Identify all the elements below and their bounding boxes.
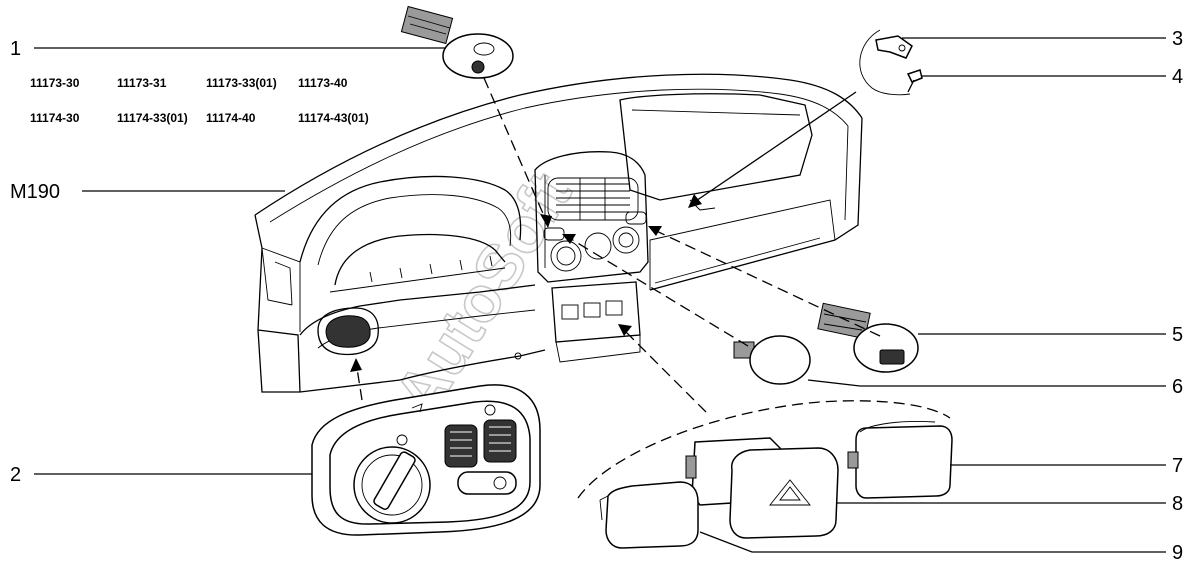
dashboard-panel [254, 73, 863, 393]
callout-2: 2 [10, 464, 21, 486]
callout-6: 6 [1172, 376, 1183, 398]
part-8-hazard-switch [685, 437, 839, 539]
callout-1: 1 [10, 38, 21, 60]
leader-lines [34, 37, 1166, 553]
assembly-label: M190 [10, 181, 60, 203]
part-2-light-switch-module [311, 384, 541, 536]
callout-7: 7 [1172, 455, 1183, 477]
callout-8: 8 [1172, 493, 1183, 515]
model-code: 11174-40 [206, 111, 256, 125]
callout-4: 4 [1172, 66, 1183, 88]
callout-9: 9 [1172, 542, 1183, 564]
callout-5: 5 [1172, 324, 1183, 346]
part-6-blank-plug [733, 335, 811, 385]
callout-3: 3 [1172, 28, 1183, 50]
arrow-heads [350, 194, 702, 372]
part-7-rocker-switch [847, 421, 953, 499]
part-1-round-switch [400, 5, 514, 79]
group-outline [577, 400, 951, 499]
model-code: 11173-40 [298, 76, 348, 90]
part-5-defog-switch [817, 302, 919, 373]
part-9-blank-button [599, 481, 699, 549]
model-codes: 11173-30 11173-31 11173-33(01) 11173-40 … [30, 76, 369, 125]
model-code: 11173-31 [117, 76, 167, 90]
model-code: 11174-43(01) [298, 111, 369, 125]
assembly-lines [355, 77, 881, 413]
model-code: 11173-33(01) [206, 76, 277, 90]
model-code: 11174-33(01) [117, 111, 188, 125]
model-code: 11173-30 [30, 76, 80, 90]
model-code: 11174-30 [30, 111, 80, 125]
part-3-4-bracket-screw [859, 29, 923, 96]
